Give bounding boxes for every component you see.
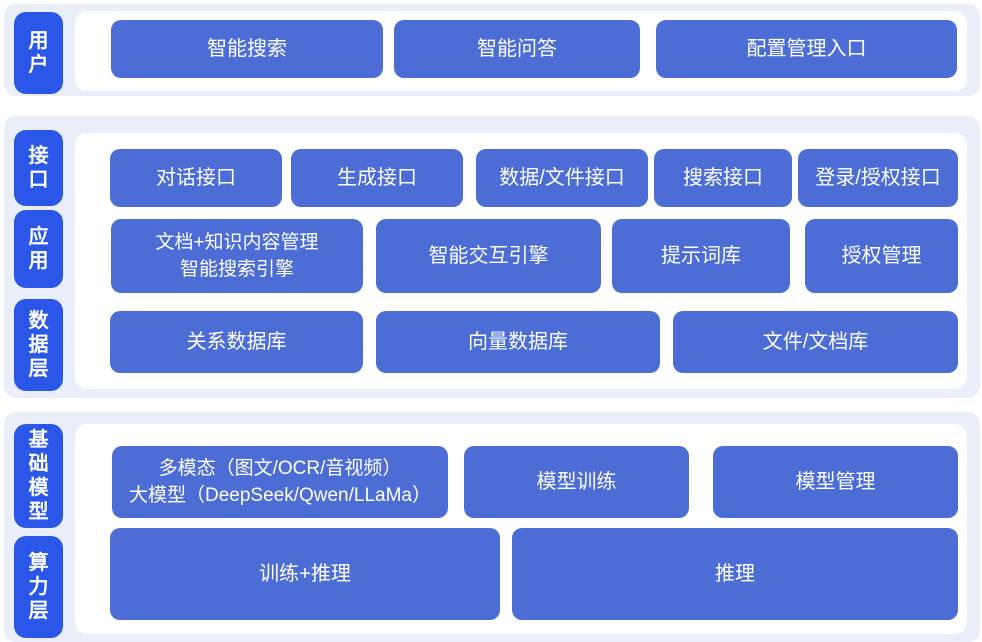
layer-label-base-model: 基础模型 [14, 424, 63, 528]
box-smart-qa: 智能问答 [394, 20, 640, 78]
box-generation-api: 生成接口 [291, 149, 463, 207]
box-training-inference: 训练+推理 [110, 528, 500, 620]
box-prompt-library: 提示词库 [612, 219, 790, 293]
box-data-file-api: 数据/文件接口 [476, 149, 648, 207]
box-dialogue-api: 对话接口 [110, 149, 282, 207]
box-authorization-management: 授权管理 [805, 219, 958, 293]
box-inference: 推理 [512, 528, 958, 620]
box-search-api: 搜索接口 [654, 149, 792, 207]
box-model-management: 模型管理 [713, 446, 958, 518]
box-line: 智能搜索引擎 [179, 259, 294, 280]
box-model-training: 模型训练 [464, 446, 689, 518]
layer-label-compute: 算力层 [14, 536, 63, 638]
box-doc-knowledge-search-engine: 文档+知识内容管理 智能搜索引擎 [111, 219, 363, 293]
box-config-management-entry: 配置管理入口 [656, 20, 957, 78]
box-line: 多模态（图文/OCR/音视频） [158, 458, 402, 479]
box-login-auth-api: 登录/授权接口 [798, 149, 958, 207]
layer-label-interface: 接口 [14, 130, 63, 206]
layer-label-application: 应用 [14, 210, 63, 288]
box-line: 大模型（DeepSeek/Qwen/LLaMa） [128, 485, 431, 506]
box-line: 文档+知识内容管理 [155, 232, 319, 253]
box-file-document-library: 文件/文档库 [673, 311, 958, 373]
box-vector-database: 向量数据库 [376, 311, 660, 373]
box-multimodal-large-model: 多模态（图文/OCR/音视频） 大模型（DeepSeek/Qwen/LLaMa） [112, 446, 448, 518]
layer-label-user: 用户 [14, 12, 63, 94]
box-relational-database: 关系数据库 [110, 311, 363, 373]
box-smart-search: 智能搜索 [111, 20, 383, 78]
box-smart-interaction-engine: 智能交互引擎 [376, 219, 601, 293]
layer-label-data: 数据层 [14, 299, 63, 391]
